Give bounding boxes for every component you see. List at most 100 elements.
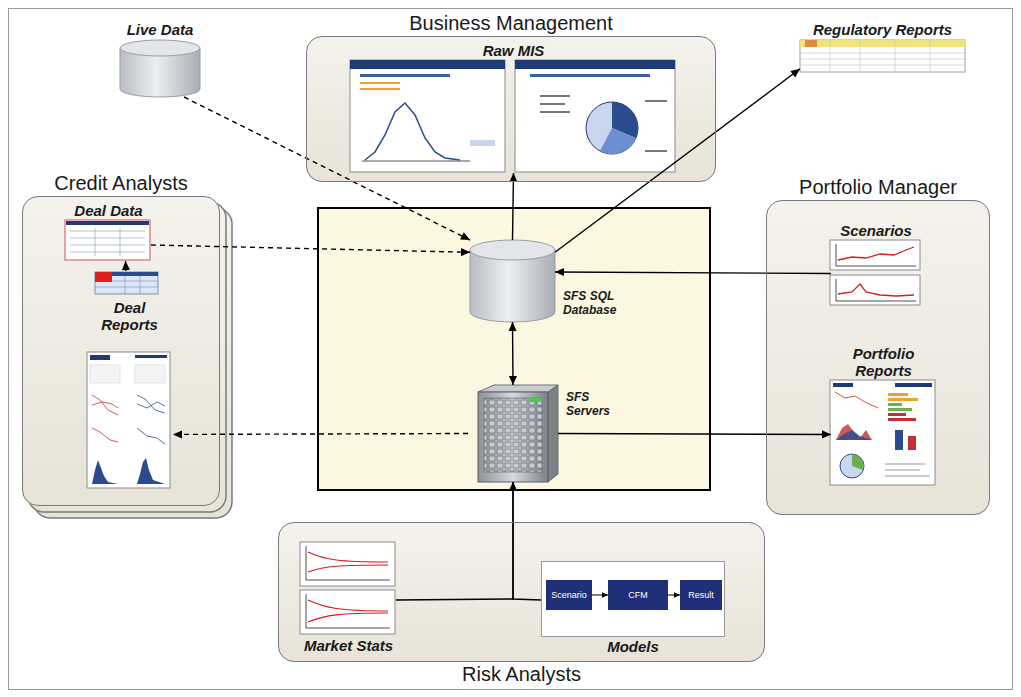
connector-arrow — [592, 595, 608, 596]
raw-mis-thumbnail — [350, 60, 505, 172]
portfolio-report-thumbnail — [835, 392, 878, 408]
scenario-chart-thumbnail — [836, 244, 916, 266]
deal-data-thumbnail — [65, 220, 150, 260]
group-heading: Business Management — [409, 12, 612, 35]
database-icon: SFS SQL Database — [470, 240, 555, 322]
server-icon — [478, 385, 558, 482]
raw-mis-thumbnail — [360, 88, 400, 90]
box-label: Result — [688, 590, 714, 600]
group-panel: Market StatsScenarioCFMResultModelsRisk … — [278, 522, 765, 662]
market-stats-chart-thumbnail — [300, 542, 395, 634]
market-stats-chart-thumbnail — [300, 542, 395, 586]
raw-mis-thumbnail — [540, 95, 570, 97]
report-thumbnail: Raw MIS — [346, 61, 681, 173]
panel-fill — [306, 36, 716, 182]
raw-mis-thumbnail — [645, 150, 667, 152]
raw-mis-thumbnail — [600, 128, 636, 154]
spreadsheet-thumbnail — [95, 272, 112, 282]
data-thumbnail: Deal Data — [66, 221, 151, 261]
item-label: Market Stats — [304, 637, 393, 654]
portfolio-report-thumbnail — [888, 398, 918, 401]
deal-report-thumbnail — [87, 352, 170, 488]
process-box: Result — [680, 580, 722, 610]
scenario-chart-thumbnail — [830, 275, 920, 305]
item-label: Regulatory Reports — [813, 21, 952, 38]
raw-mis-thumbnail — [515, 60, 675, 69]
deal-report-thumbnail — [90, 365, 120, 383]
group-panel: Deal DataDeal ReportsCredit Analysts — [22, 196, 220, 506]
report-thumbnail: Deal Reports — [86, 271, 173, 491]
connector-arrow — [558, 433, 831, 435]
deal-report-thumbnail — [92, 395, 118, 415]
box-label: Scenario — [551, 590, 587, 600]
panel-fill — [766, 200, 990, 515]
connector-arrow — [555, 69, 800, 253]
panel-fill — [541, 561, 725, 637]
portfolio-report-thumbnail — [836, 424, 872, 440]
group-heading: Risk Analysts — [462, 663, 581, 686]
group-panel: ScenariosPortfolio ReportsPortfolio Mana… — [766, 200, 990, 515]
scenario-chart-thumbnail — [836, 279, 916, 301]
item-label: Portfolio Reports — [838, 345, 930, 380]
item-label: Deal Data — [74, 202, 142, 219]
panel-fill — [22, 36, 990, 662]
server-icon — [530, 398, 542, 402]
deal-report-thumbnail — [92, 428, 118, 442]
regulatory-report-thumbnail — [800, 40, 965, 47]
portfolio-report-thumbnail — [895, 383, 932, 387]
raw-mis-thumbnail — [470, 140, 495, 146]
chart-thumbnail: Market Stats — [301, 543, 396, 635]
model-panel: ScenarioCFMResultModels — [541, 561, 725, 637]
sql-database-cylinder — [470, 240, 555, 322]
sql-database-cylinder — [470, 250, 555, 322]
deal-report-thumbnail — [90, 355, 110, 360]
regulatory-report-thumbnail — [805, 40, 817, 47]
sql-database-cylinder — [470, 240, 555, 260]
portfolio-report-thumbnail — [830, 380, 935, 485]
market-stats-chart-thumbnail — [306, 594, 390, 628]
raw-mis-thumbnail — [350, 60, 505, 172]
portfolio-report-thumbnail — [888, 403, 902, 406]
connector-arrow — [513, 482, 541, 600]
server-icon: SFS Servers — [468, 385, 558, 482]
spreadsheet-thumbnail — [112, 272, 158, 276]
deal-data-thumbnail — [70, 228, 145, 256]
item-label: Raw MIS — [483, 42, 545, 59]
deal-data-thumbnail — [65, 220, 150, 260]
scenario-chart-thumbnail — [838, 247, 914, 260]
raw-mis-thumbnail — [530, 74, 650, 77]
live-data-cylinder — [120, 40, 200, 56]
raw-mis-thumbnail — [586, 102, 638, 154]
connector-arrow — [555, 272, 831, 274]
raw-mis-thumbnail — [360, 82, 400, 84]
raw-mis-thumbnail — [365, 103, 460, 160]
connector-arrow — [125, 261, 127, 271]
connector-arrow — [184, 97, 470, 240]
chart-thumbnail: Scenarios — [831, 241, 921, 306]
connector-arrow — [668, 595, 680, 596]
item-label: Deal Reports — [89, 299, 171, 334]
item-label: Live Data — [127, 21, 194, 38]
panel-fill — [278, 522, 765, 662]
connector-arrow — [512, 322, 514, 385]
deal-report-thumbnail — [87, 352, 170, 488]
panel-fill — [22, 196, 220, 506]
portfolio-report-thumbnail — [833, 383, 853, 387]
item-label: Models — [607, 638, 659, 655]
portfolio-report-thumbnail — [840, 454, 864, 478]
connector-arrow — [513, 173, 514, 240]
server-icon — [484, 398, 542, 472]
process-box: CFM — [608, 580, 668, 610]
server-icon — [478, 385, 558, 392]
raw-mis-thumbnail — [645, 100, 667, 102]
portfolio-report-thumbnail — [908, 436, 916, 450]
item-label: Scenarios — [840, 222, 912, 239]
market-stats-chart-thumbnail — [300, 590, 395, 634]
portfolio-report-thumbnail — [852, 454, 864, 470]
market-stats-chart-thumbnail — [306, 546, 390, 580]
raw-mis-thumbnail — [515, 60, 675, 172]
deal-report-thumbnail — [137, 428, 165, 444]
deal-report-thumbnail — [137, 395, 165, 413]
raw-mis-thumbnail — [515, 60, 675, 172]
item-label: SFS SQL Database — [563, 290, 633, 318]
